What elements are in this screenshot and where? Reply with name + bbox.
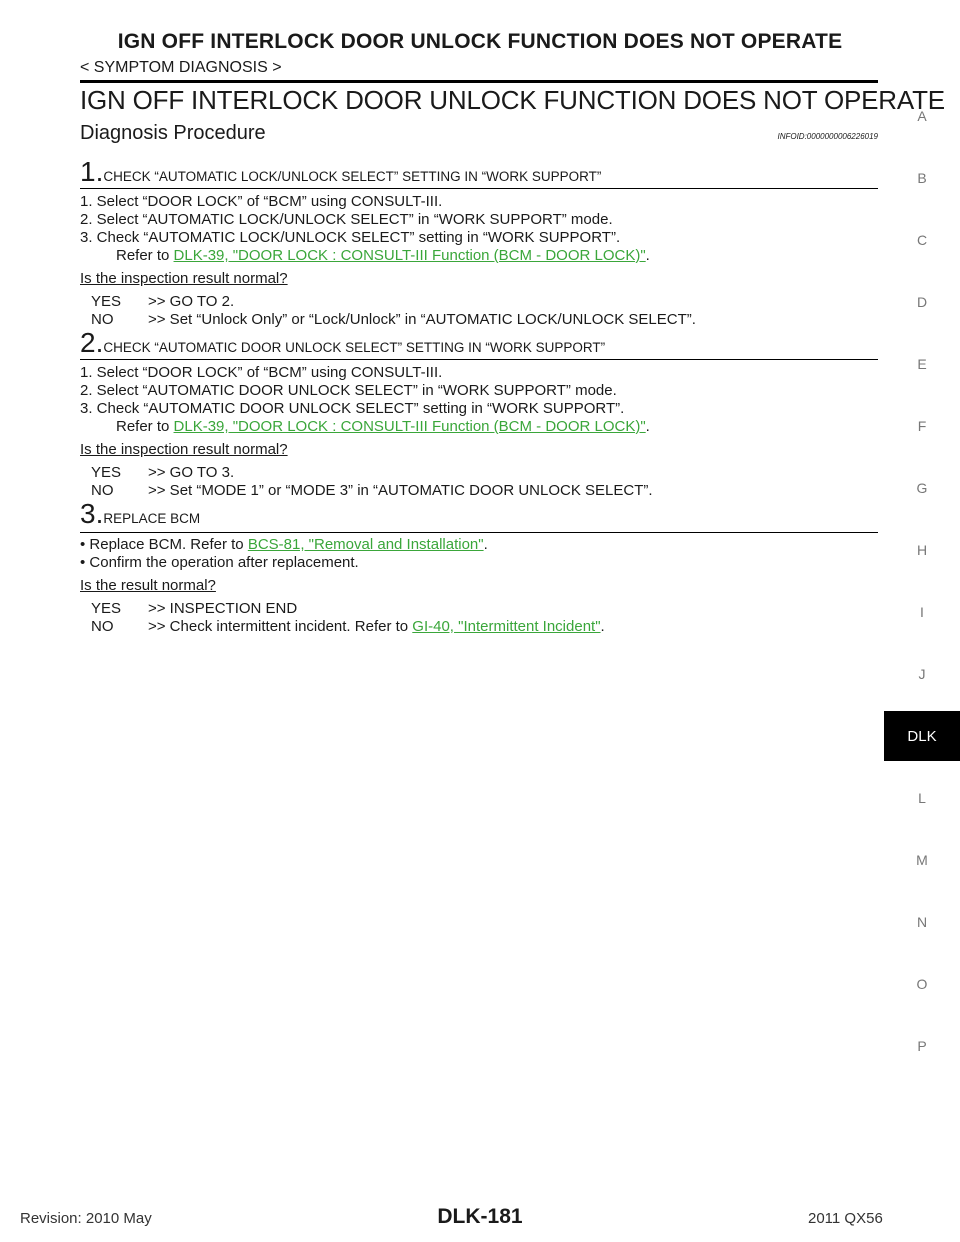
step-number: 1.: [80, 156, 104, 187]
bullet-suffix: .: [483, 536, 488, 553]
step-title: CHECK “AUTOMATIC LOCK/UNLOCK SELECT” SET…: [103, 169, 602, 184]
no-action: >> Set “Unlock Only” or “Lock/Unlock” in…: [148, 311, 696, 328]
list-item: 2. Select “AUTOMATIC LOCK/UNLOCK SELECT”…: [80, 211, 613, 228]
no-action-suffix: .: [600, 618, 605, 635]
side-index-p[interactable]: P: [917, 1038, 927, 1054]
info-id: INFOID:0000000006226019: [777, 132, 878, 141]
no-action-prefix: >> Check intermittent incident. Refer to: [148, 618, 413, 635]
no-action: >> Check intermittent incident. Refer to…: [148, 618, 605, 635]
list-item: 3. Check “AUTOMATIC DOOR UNLOCK SELECT” …: [80, 400, 625, 417]
side-index-m[interactable]: M: [916, 852, 928, 868]
side-index-i[interactable]: I: [920, 604, 924, 620]
refer-line: Refer to DLK-39, "DOOR LOCK : CONSULT-II…: [116, 247, 650, 264]
list-item: 3. Check “AUTOMATIC LOCK/UNLOCK SELECT” …: [80, 229, 621, 246]
yes-action: >> GO TO 3.: [148, 464, 235, 481]
refer-suffix: .: [645, 418, 650, 435]
step-title: REPLACE BCM: [103, 511, 201, 526]
no-label: NO: [91, 482, 114, 499]
reference-link[interactable]: GI-40, "Intermittent Incident": [412, 618, 601, 635]
no-label: NO: [91, 311, 114, 328]
step-number: 2.: [80, 327, 104, 358]
step-2-divider: [80, 359, 878, 360]
side-index-l[interactable]: L: [918, 790, 926, 806]
yes-label: YES: [91, 293, 122, 310]
step-3-heading: 3.REPLACE BCM: [80, 498, 200, 530]
yes-label: YES: [91, 600, 122, 617]
footer-model: 2011 QX56: [808, 1210, 883, 1227]
side-index-n[interactable]: N: [916, 914, 928, 930]
footer-revision: Revision: 2010 May: [20, 1210, 152, 1227]
section-title: Diagnosis Procedure: [80, 122, 266, 144]
no-label: NO: [91, 618, 114, 635]
bullet-prefix: • Replace BCM. Refer to: [80, 536, 248, 553]
side-index-a[interactable]: A: [917, 108, 927, 124]
inspection-question: Is the inspection result normal?: [80, 441, 288, 458]
step-title: CHECK “AUTOMATIC DOOR UNLOCK SELECT” SET…: [103, 340, 606, 355]
side-index-j[interactable]: J: [918, 666, 926, 682]
step-3-divider: [80, 532, 878, 533]
no-action: >> Set “MODE 1” or “MODE 3” in “AUTOMATI…: [148, 482, 653, 499]
step-1-heading: 1.CHECK “AUTOMATIC LOCK/UNLOCK SELECT” S…: [80, 156, 601, 188]
reference-link[interactable]: DLK-39, "DOOR LOCK : CONSULT-III Functio…: [173, 418, 646, 435]
inspection-question: Is the inspection result normal?: [80, 270, 288, 287]
header-title: IGN OFF INTERLOCK DOOR UNLOCK FUNCTION D…: [117, 30, 843, 53]
step-number: 3.: [80, 498, 104, 529]
side-index-g[interactable]: G: [916, 480, 928, 496]
side-index-h[interactable]: H: [916, 542, 928, 558]
side-index-dlk-tab[interactable]: DLK: [884, 711, 960, 761]
yes-action: >> GO TO 2.: [148, 293, 235, 310]
inspection-question: Is the result normal?: [80, 577, 216, 594]
side-index-o[interactable]: O: [916, 976, 928, 992]
bullet-item: • Replace BCM. Refer to BCS-81, "Removal…: [80, 536, 488, 553]
yes-label: YES: [91, 464, 122, 481]
bullet-item: • Confirm the operation after replacemen…: [80, 554, 359, 571]
refer-line: Refer to DLK-39, "DOOR LOCK : CONSULT-II…: [116, 418, 650, 435]
side-index-e[interactable]: E: [917, 356, 927, 372]
list-item: 2. Select “AUTOMATIC DOOR UNLOCK SELECT”…: [80, 382, 617, 399]
side-index-f[interactable]: F: [917, 418, 927, 434]
list-item: 1. Select “DOOR LOCK” of “BCM” using CON…: [80, 193, 443, 210]
page-title: IGN OFF INTERLOCK DOOR UNLOCK FUNCTION D…: [80, 85, 945, 115]
yes-action: >> INSPECTION END: [148, 600, 298, 617]
side-index-c[interactable]: C: [916, 232, 928, 248]
reference-link[interactable]: BCS-81, "Removal and Installation": [247, 536, 484, 553]
footer-page-number: DLK-181: [437, 1205, 523, 1228]
reference-link[interactable]: DLK-39, "DOOR LOCK : CONSULT-III Functio…: [173, 247, 646, 264]
list-item: 1. Select “DOOR LOCK” of “BCM” using CON…: [80, 364, 443, 381]
step-2-heading: 2.CHECK “AUTOMATIC DOOR UNLOCK SELECT” S…: [80, 327, 605, 359]
breadcrumb: < SYMPTOM DIAGNOSIS >: [80, 59, 282, 76]
refer-prefix: Refer to: [116, 247, 174, 264]
header-divider: [80, 80, 878, 83]
refer-prefix: Refer to: [116, 418, 174, 435]
refer-suffix: .: [645, 247, 650, 264]
side-index-b[interactable]: B: [917, 170, 927, 186]
side-index-d[interactable]: D: [916, 294, 928, 310]
step-1-divider: [80, 188, 878, 189]
